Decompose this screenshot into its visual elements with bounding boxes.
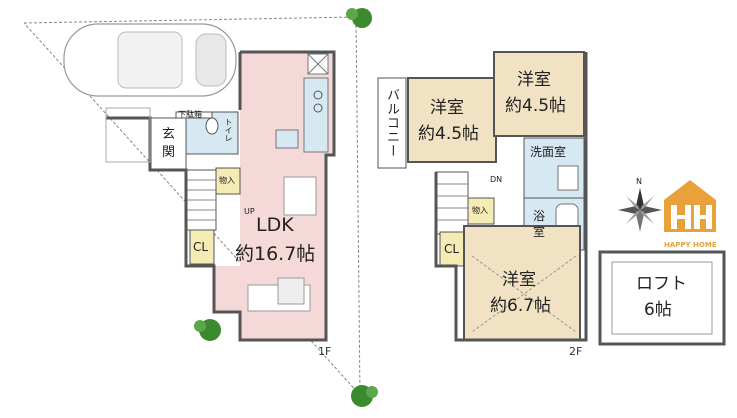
- balcony: [377, 77, 407, 169]
- western-room-left: [407, 77, 497, 163]
- storage-2f-label: 物入: [472, 206, 488, 215]
- ldk-label: LDK: [256, 214, 294, 236]
- western-big-name: 洋室: [502, 270, 536, 290]
- dn-label: DN: [490, 175, 503, 184]
- kitchen-counter: [303, 77, 329, 153]
- genkan-label-1: 玄: [162, 127, 176, 142]
- car-icon: [63, 23, 237, 97]
- up-label: UP: [244, 207, 255, 216]
- bath-label-2: 室: [533, 225, 546, 239]
- stairs-2f: [435, 171, 469, 235]
- floor1-plan: [105, 50, 336, 342]
- genkan-label-2: 関: [162, 145, 176, 160]
- tree-icon: [194, 8, 378, 407]
- balcony-label: バルコニー: [384, 88, 399, 158]
- floor1-label: 1F: [318, 345, 332, 358]
- western-right-name: 洋室: [517, 70, 551, 90]
- bath-label-1: 浴: [533, 209, 546, 223]
- loft-size: 6帖: [644, 300, 672, 320]
- closet-1f: [189, 229, 215, 265]
- floor2-label: 2F: [569, 345, 583, 358]
- western-left-size: 約4.5帖: [418, 124, 480, 144]
- western-room-right: [493, 51, 585, 137]
- loft-room: [598, 250, 726, 346]
- ldk-size: 約16.7帖: [235, 243, 316, 265]
- compass-icon: [618, 188, 662, 232]
- floor2-plan: [377, 51, 588, 342]
- storage-1f-label: 物入: [219, 176, 235, 185]
- happy-home-logo: [664, 180, 716, 232]
- geta-label: 下駄箱: [178, 110, 202, 119]
- compass-north-label: N: [636, 177, 642, 186]
- closet-1f-label: CL: [193, 240, 209, 254]
- western-right-size: 約4.5帖: [505, 96, 567, 116]
- loft-name: ロフト: [636, 274, 687, 294]
- closet-2f-label: CL: [444, 242, 460, 256]
- storage-2f: [467, 197, 495, 225]
- western-big-size: 約6.7帖: [490, 296, 552, 316]
- western-left-name: 洋室: [430, 98, 464, 118]
- washroom-label: 洗面室: [530, 145, 567, 159]
- logo-text: HAPPY HOME: [664, 241, 717, 249]
- toilet-label: トイレ: [224, 118, 233, 142]
- storage-1f: [215, 167, 241, 195]
- genkan: [149, 117, 187, 171]
